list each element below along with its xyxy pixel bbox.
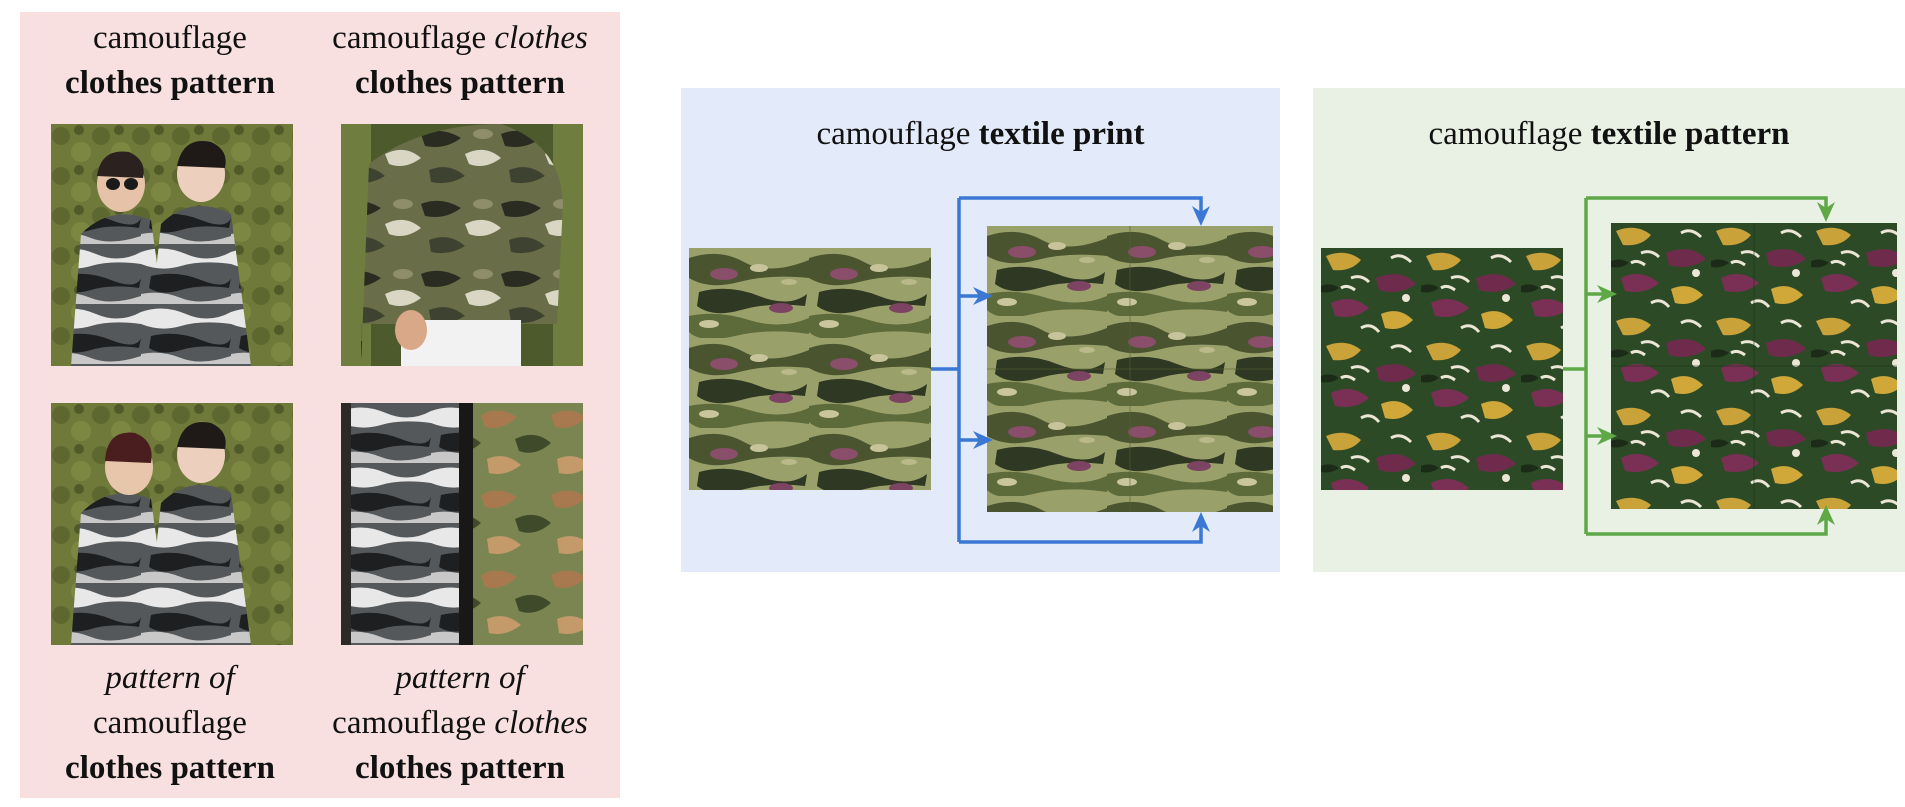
caption-line-bold: clothes pattern (355, 750, 565, 786)
prompt-grid-panel: camouflage clothes pattern camouflage cl… (20, 12, 620, 798)
generated-image-people-1 (51, 124, 293, 366)
panel-title: camouflage textile print (681, 112, 1280, 157)
caption-line-italic: pattern of (395, 660, 525, 696)
title-bold: textile print (978, 116, 1145, 152)
tiled-output-pattern (1611, 223, 1897, 509)
caption-line-italic: pattern of (105, 660, 235, 696)
generated-image-people-2 (51, 403, 293, 645)
caption-line: camouflage clothes (315, 16, 605, 61)
caption-plain: camouflage (332, 705, 495, 741)
caption-bottom-right: pattern of camouflage clothes clothes pa… (315, 656, 605, 791)
caption-bottom-left: pattern of camouflage clothes pattern (25, 656, 315, 791)
tiling-arrows-pattern (1563, 196, 1835, 536)
caption-line-bold: clothes pattern (65, 65, 275, 101)
caption-top-right: camouflage clothes clothes pattern (315, 16, 605, 106)
caption-line: camouflage clothes (315, 701, 605, 746)
caption-plain: camouflage (332, 20, 495, 56)
textile-pattern-panel: camouflage textile pattern (1313, 88, 1905, 572)
tiled-output-print (987, 226, 1273, 512)
generated-image-jackets-rack (341, 403, 583, 645)
caption-line-bold: clothes pattern (355, 65, 565, 101)
generated-image-jacket (341, 124, 583, 366)
caption-top-left: camouflage clothes pattern (25, 16, 315, 106)
textile-print-panel: camouflage textile print (681, 88, 1280, 572)
title-plain: camouflage (816, 116, 979, 152)
caption-italic: clothes (494, 20, 588, 56)
source-tile-print (689, 248, 931, 490)
tiling-arrows-print (931, 196, 1210, 544)
source-tile-pattern (1321, 248, 1563, 490)
title-bold: textile pattern (1590, 116, 1790, 152)
caption-italic: clothes (494, 705, 588, 741)
caption-line: camouflage (93, 705, 247, 741)
panel-title: camouflage textile pattern (1313, 112, 1905, 157)
title-plain: camouflage (1428, 116, 1591, 152)
caption-line-bold: clothes pattern (65, 750, 275, 786)
caption-line: camouflage (93, 20, 247, 56)
